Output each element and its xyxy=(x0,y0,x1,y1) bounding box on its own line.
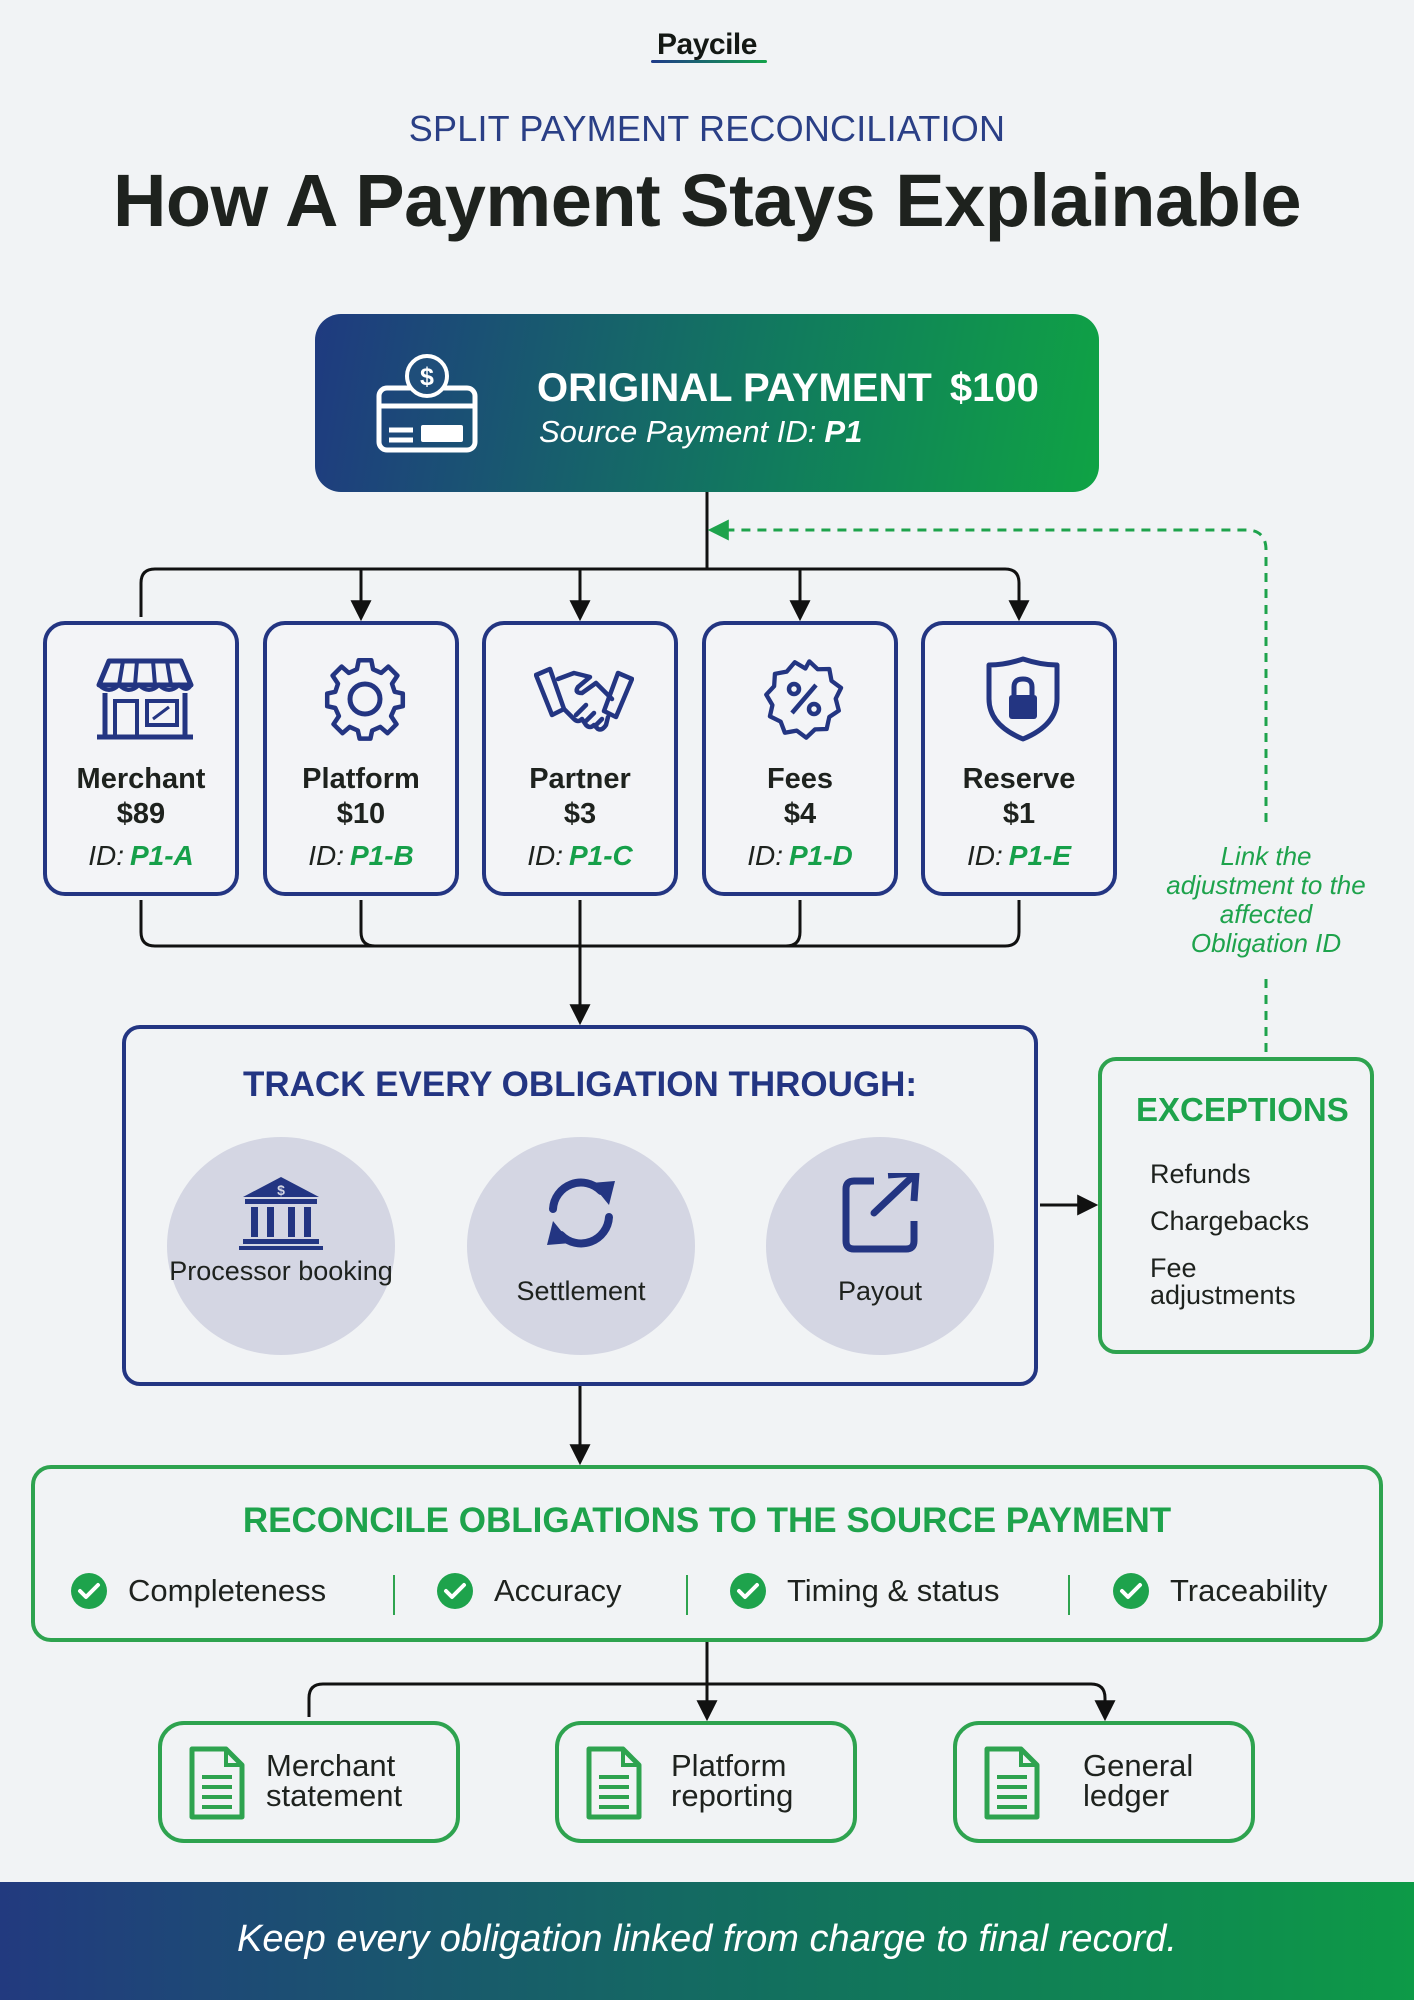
track-obligation-box: TRACK EVERY OBLIGATION THROUGH: $ Proces… xyxy=(122,1025,1038,1386)
reconcile-box: RECONCILE OBLIGATIONS TO THE SOURCE PAYM… xyxy=(31,1465,1383,1642)
exception-item: Chargebacks xyxy=(1150,1206,1310,1236)
original-payment-label: ORIGINAL PAYMENT xyxy=(537,366,932,410)
svg-text:$: $ xyxy=(277,1182,285,1198)
obligation-card-reserve: Reserve $1 ID:P1-E xyxy=(921,621,1117,896)
obligation-id-value: P1-D xyxy=(788,840,853,871)
obligation-id: ID:P1-C xyxy=(486,840,674,872)
footer-banner: Keep every obligation linked from charge… xyxy=(0,1882,1414,2000)
divider xyxy=(1068,1575,1070,1615)
obligation-name: Merchant xyxy=(76,763,206,795)
page-eyebrow: SPLIT PAYMENT RECONCILIATION xyxy=(408,108,1006,149)
check-item-timing-status: Timing & status xyxy=(729,1572,999,1610)
stage-processor-booking: $ Processor booking xyxy=(167,1137,395,1355)
obligation-id-label: ID: xyxy=(966,840,1003,871)
obligation-id-value: P1-A xyxy=(129,840,194,871)
obligation-id-label: ID: xyxy=(527,840,563,871)
percent-badge-icon xyxy=(764,659,844,740)
obligation-amount: $10 xyxy=(336,798,386,830)
obligation-name: Reserve xyxy=(962,763,1076,795)
handshake-icon xyxy=(534,666,634,732)
obligation-amount: $89 xyxy=(116,798,166,830)
obligation-id-value: P1-E xyxy=(1008,840,1072,871)
obligation-amount: $4 xyxy=(783,798,817,830)
storefront-icon xyxy=(96,658,194,740)
report-label: Merchant statement xyxy=(266,1748,403,1813)
obligation-id-value: P1-C xyxy=(568,840,633,871)
track-title: TRACK EVERY OBLIGATION THROUGH: xyxy=(242,1065,918,1104)
stage-label: Settlement xyxy=(516,1276,646,1306)
check-item-completeness: Completeness xyxy=(70,1572,326,1610)
obligation-card-merchant: Merchant $89 ID:P1-A xyxy=(43,621,239,896)
check-item-traceability: Traceability xyxy=(1112,1572,1327,1610)
check-circle-icon xyxy=(1113,1573,1149,1609)
stage-settlement: Settlement xyxy=(467,1137,695,1355)
check-label: Traceability xyxy=(1170,1573,1328,1608)
check-label: Accuracy xyxy=(494,1573,622,1608)
obligation-id: ID:P1-A xyxy=(47,840,235,872)
stage-label: Payout xyxy=(837,1276,923,1306)
obligation-card-partner: Partner $3 ID:P1-C xyxy=(482,621,678,896)
check-circle-icon xyxy=(71,1573,107,1609)
check-label: Completeness xyxy=(128,1573,327,1608)
connector-branch-reports xyxy=(307,1682,1116,1722)
brand-logo-underline xyxy=(651,60,767,63)
obligation-id: ID:P1-D xyxy=(706,840,894,872)
source-payment-id: P1 xyxy=(824,414,863,449)
report-platform-reporting: Platform reporting xyxy=(555,1721,857,1843)
divider xyxy=(393,1575,395,1615)
exceptions-list: Refunds Chargebacks Fee adjustments xyxy=(1150,1161,1340,1329)
obligation-id: ID:P1-B xyxy=(267,840,455,872)
obligation-id-label: ID: xyxy=(308,840,344,871)
brand-logo: Paycile xyxy=(657,28,757,61)
document-icon xyxy=(984,1746,1040,1820)
check-circle-icon xyxy=(437,1573,473,1609)
bank-icon: $ xyxy=(239,1177,323,1250)
page-title: How A Payment Stays Explainable xyxy=(112,159,1302,242)
obligation-amount: $3 xyxy=(563,798,597,830)
stage-label: Processor booking xyxy=(169,1256,393,1286)
obligation-amount: $1 xyxy=(1002,798,1036,830)
exception-item: Fee adjustments xyxy=(1150,1253,1296,1310)
external-link-icon xyxy=(842,1173,920,1253)
obligation-id: ID:P1-E xyxy=(925,840,1113,872)
exception-item: Refunds xyxy=(1150,1159,1251,1189)
obligation-name: Platform xyxy=(302,763,420,795)
report-merchant-statement: Merchant statement xyxy=(158,1721,460,1843)
original-payment-title: ORIGINAL PAYMENT $100 xyxy=(537,366,1039,411)
obligation-name: Partner xyxy=(529,763,631,795)
lock-shield-icon xyxy=(986,656,1060,742)
connector-exception-loop-upper xyxy=(707,519,1268,822)
obligation-name: Fees xyxy=(766,763,834,795)
stage-payout: Payout xyxy=(766,1137,994,1355)
source-payment-label: Source Payment ID: xyxy=(539,414,817,449)
source-payment-line: Source Payment ID:P1 xyxy=(539,414,862,450)
document-icon xyxy=(586,1746,642,1820)
adjustment-link-note: Link the adjustment to the affected Obli… xyxy=(1166,841,1366,958)
check-item-accuracy: Accuracy xyxy=(436,1572,621,1610)
obligation-card-platform: Platform $10 ID:P1-B xyxy=(263,621,459,896)
exceptions-box: EXCEPTIONS Refunds Chargebacks Fee adjus… xyxy=(1098,1057,1374,1354)
document-icon xyxy=(189,1746,245,1820)
sync-icon xyxy=(547,1178,615,1248)
gear-icon xyxy=(324,658,406,741)
report-general-ledger: General ledger xyxy=(953,1721,1255,1843)
payment-card-icon: $ xyxy=(376,354,478,453)
check-circle-icon xyxy=(730,1573,766,1609)
obligation-id-label: ID: xyxy=(88,840,124,871)
report-label: Platform reporting xyxy=(671,1748,794,1813)
original-payment-amount: $100 xyxy=(949,366,1039,410)
reconcile-title: RECONCILE OBLIGATIONS TO THE SOURCE PAYM… xyxy=(242,1501,1172,1540)
exceptions-title: EXCEPTIONS xyxy=(1136,1091,1349,1128)
check-label: Timing & status xyxy=(787,1573,1000,1608)
report-label: General ledger xyxy=(1083,1748,1194,1813)
obligation-id-value: P1-B xyxy=(349,840,414,871)
obligation-card-fees: Fees $4 ID:P1-D xyxy=(702,621,898,896)
obligation-id-label: ID: xyxy=(747,840,783,871)
footer-tagline: Keep every obligation linked from charge… xyxy=(237,1918,1177,1960)
original-payment-box: $ ORIGINAL PAYMENT $100 Source Payment ID… xyxy=(315,314,1099,492)
svg-text:$: $ xyxy=(420,363,434,391)
divider xyxy=(686,1575,688,1615)
